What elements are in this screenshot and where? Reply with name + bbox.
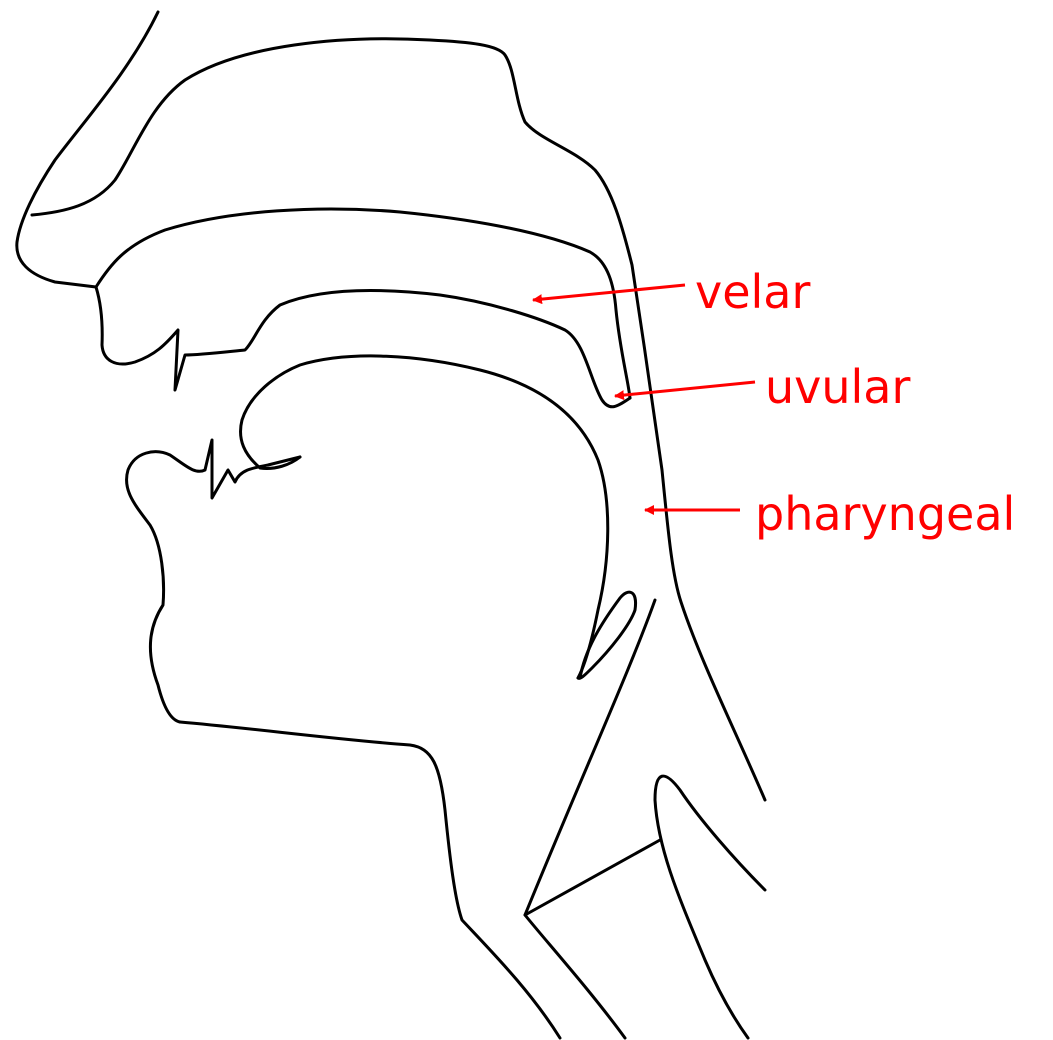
epiglottis-outline xyxy=(578,592,636,678)
nasal-cavity-outline xyxy=(32,39,765,800)
upper-lip-outline xyxy=(96,287,630,407)
velar-pointer-arrow xyxy=(533,285,685,300)
uvular-label: uvular xyxy=(765,360,911,414)
larynx-anterior-outline xyxy=(525,600,655,1038)
tongue-outline xyxy=(241,356,608,678)
velar-label: velar xyxy=(695,265,810,319)
uvular-pointer-arrow xyxy=(615,382,755,396)
vocal-fold-line xyxy=(525,840,660,915)
nose-profile-outline xyxy=(17,12,158,287)
lower-teeth-outline xyxy=(127,440,300,722)
chin-jaw-outline xyxy=(180,722,560,1038)
larynx-posterior-outline xyxy=(655,776,765,1038)
pharyngeal-label: pharyngeal xyxy=(755,487,1015,541)
